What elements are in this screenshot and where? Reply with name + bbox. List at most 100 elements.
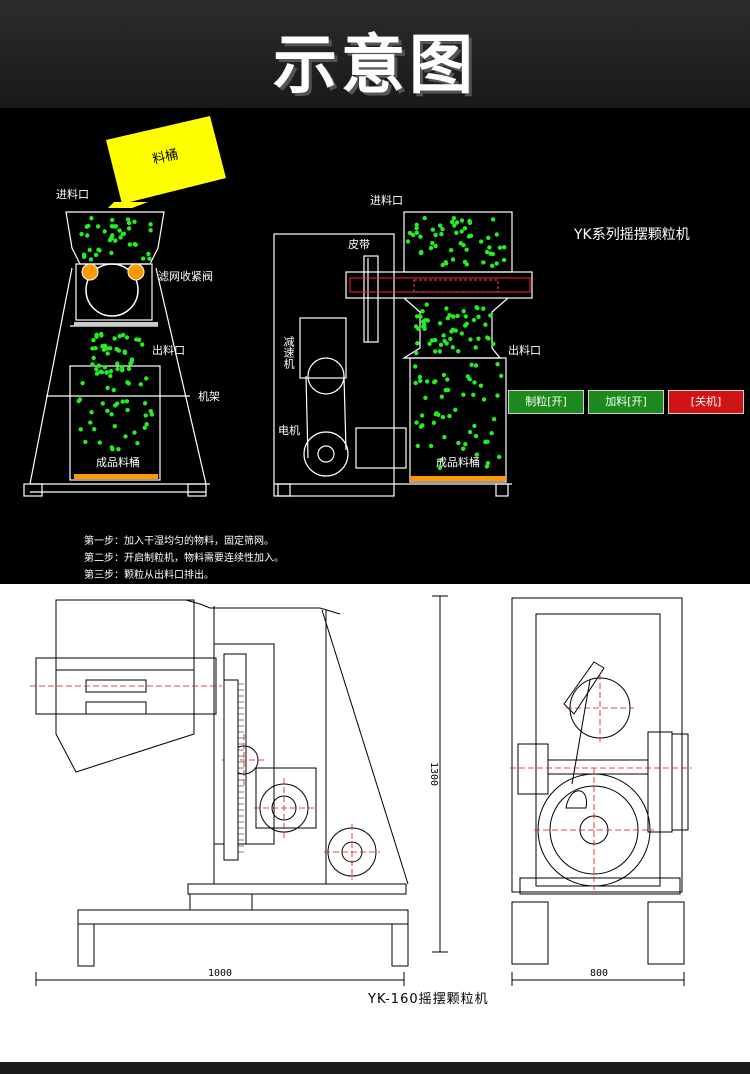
gear-teeth — [238, 683, 244, 853]
particle — [419, 249, 424, 255]
particle — [125, 217, 131, 222]
particle — [481, 306, 486, 311]
particle — [93, 252, 99, 258]
inlet-left-label: 进料口 — [56, 188, 89, 201]
particle — [78, 427, 83, 432]
particle — [117, 228, 122, 233]
dimension-width-front: 1000 — [208, 968, 233, 979]
particle — [93, 346, 98, 351]
particle — [490, 263, 495, 268]
particle — [430, 240, 435, 246]
particle — [115, 366, 120, 372]
particle — [142, 425, 147, 430]
shutdown-button[interactable]: [关机] — [668, 390, 744, 414]
particle — [478, 383, 484, 388]
feed-on-button[interactable]: 加料[开] — [588, 390, 664, 414]
particle — [464, 247, 469, 252]
particle — [440, 262, 445, 268]
particle — [454, 230, 459, 235]
particle — [105, 408, 110, 413]
particle — [451, 216, 457, 221]
particle — [459, 218, 465, 223]
particle — [441, 333, 446, 338]
particle — [414, 314, 420, 319]
particle — [445, 316, 450, 321]
hopper-bucket — [106, 116, 226, 204]
particle — [140, 342, 145, 347]
particle — [473, 433, 479, 439]
particle — [440, 414, 446, 420]
particle — [427, 341, 432, 346]
particle — [148, 222, 153, 227]
particle — [437, 349, 443, 354]
particle — [422, 318, 428, 323]
particles-left — [76, 216, 155, 452]
particle — [481, 397, 487, 402]
granulate-on-button[interactable]: 制粒[开] — [508, 390, 584, 414]
particle — [142, 401, 148, 406]
particle — [494, 232, 499, 237]
particle — [481, 260, 486, 265]
particle — [110, 447, 115, 452]
particle — [502, 245, 507, 250]
page-title: 示意图 — [273, 29, 477, 103]
particle — [89, 216, 94, 221]
particle — [467, 429, 473, 435]
particle — [416, 326, 421, 331]
particle — [419, 413, 425, 418]
particle — [491, 417, 497, 422]
particle — [495, 393, 500, 398]
particle — [485, 439, 490, 444]
particle — [414, 350, 419, 356]
particle — [422, 215, 427, 221]
particle — [109, 250, 114, 256]
particle — [449, 248, 454, 253]
particle — [433, 232, 438, 238]
particle — [107, 346, 113, 351]
particle — [424, 302, 429, 307]
particle — [413, 380, 418, 386]
particle — [104, 370, 109, 375]
particles-right — [405, 215, 507, 471]
inlet-right-label: 进料口 — [370, 194, 403, 207]
particle — [117, 333, 122, 339]
particle — [116, 447, 121, 452]
particle — [126, 220, 132, 226]
particle — [120, 332, 126, 338]
particle — [120, 368, 125, 373]
particle — [146, 251, 151, 257]
header-banner: 示意图 — [0, 0, 750, 108]
engineering-drawing: 1300 1000 800 YK-160摇摆颗粒机 — [0, 584, 750, 1054]
particle — [463, 314, 468, 319]
particle — [428, 245, 434, 251]
particle — [415, 341, 420, 346]
particle — [112, 424, 118, 429]
reducer-label: 减速机 — [282, 336, 295, 369]
finished-bin-base-left — [74, 474, 158, 479]
particle — [115, 361, 120, 366]
particle — [96, 247, 101, 252]
particle — [433, 337, 438, 343]
particle — [80, 380, 85, 386]
particle — [418, 234, 423, 239]
particle — [108, 373, 113, 379]
particle — [440, 226, 445, 232]
particle — [499, 373, 504, 379]
step-1: 第一步：加入干湿均匀的物料，固定筛网。 — [84, 536, 274, 547]
particle — [134, 337, 139, 342]
particle — [424, 379, 430, 384]
particle — [433, 349, 438, 354]
particle — [452, 223, 457, 228]
particle — [463, 442, 468, 447]
particle — [485, 461, 491, 466]
particle — [489, 431, 494, 436]
particle — [486, 336, 491, 341]
particle — [495, 362, 500, 367]
particle — [443, 260, 448, 265]
particle — [497, 454, 502, 460]
particle — [454, 220, 460, 225]
particle — [486, 235, 491, 240]
particle — [105, 385, 110, 391]
particle — [439, 457, 444, 463]
particle — [102, 229, 107, 234]
